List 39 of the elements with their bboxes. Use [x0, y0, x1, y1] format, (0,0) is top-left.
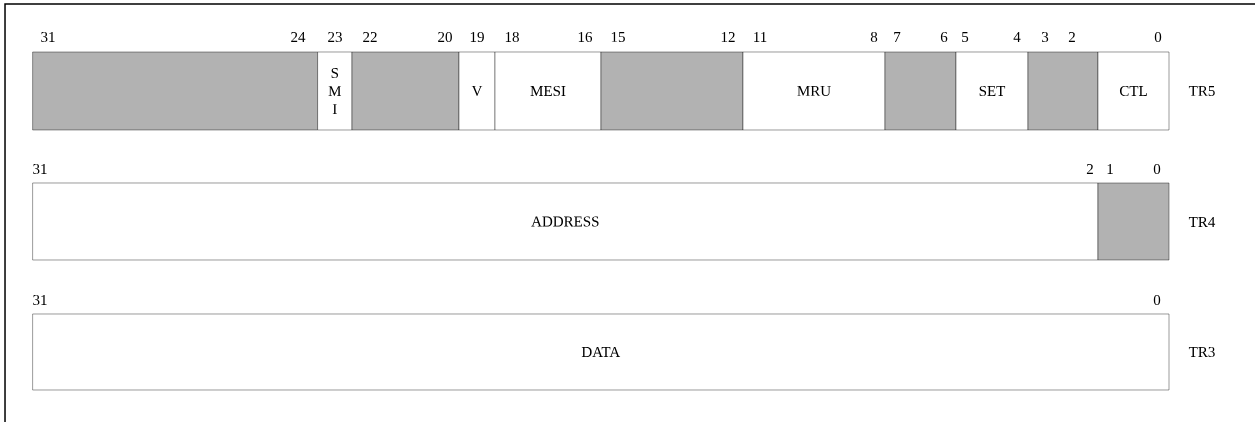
bit-number: 2: [1086, 164, 1093, 174]
bit-number: 22: [363, 32, 377, 42]
reserved-field: [351, 51, 460, 131]
field-box: ADDRESS: [32, 182, 1099, 261]
bit-number: 31: [33, 163, 47, 175]
bit-number: 11: [754, 32, 767, 42]
register-name: TR5: [1188, 86, 1215, 96]
reserved-field: [1027, 51, 1099, 131]
reserved-field: [884, 51, 957, 131]
bit-number: 4: [1013, 32, 1021, 42]
register-name: TR3: [1188, 346, 1215, 358]
bit-number: 19: [470, 31, 484, 43]
bit-number: 2: [1068, 32, 1075, 42]
bit-number: 16: [578, 31, 593, 43]
register-name: TR4: [1188, 217, 1216, 227]
field-box: CTL: [1097, 51, 1170, 131]
bit-number: 5: [962, 32, 969, 42]
bit-number: 15: [611, 32, 625, 42]
field-box: DATA: [32, 313, 1170, 391]
bit-number: 12: [721, 32, 735, 42]
bit-number: 6: [940, 31, 948, 43]
bit-number: 3: [1041, 31, 1049, 43]
bit-number: 1: [1107, 164, 1113, 174]
field-box: SET: [955, 51, 1029, 131]
bit-number: 31: [33, 294, 47, 306]
field-box: MRU: [742, 51, 886, 131]
bit-number: 23: [328, 31, 342, 43]
field-box: V: [458, 51, 496, 131]
bit-number: 7: [894, 32, 901, 42]
bit-number: 0: [1153, 294, 1161, 306]
bit-number: 18: [505, 31, 519, 43]
bit-number: 0: [1153, 163, 1161, 175]
field-box: S M I: [317, 51, 353, 131]
reserved-field: [32, 51, 318, 131]
reserved-field: [600, 51, 744, 131]
bit-number: 8: [870, 31, 878, 43]
bit-number: 20: [438, 31, 452, 43]
reserved-field: [1097, 182, 1170, 261]
bit-number: 24: [291, 32, 306, 42]
